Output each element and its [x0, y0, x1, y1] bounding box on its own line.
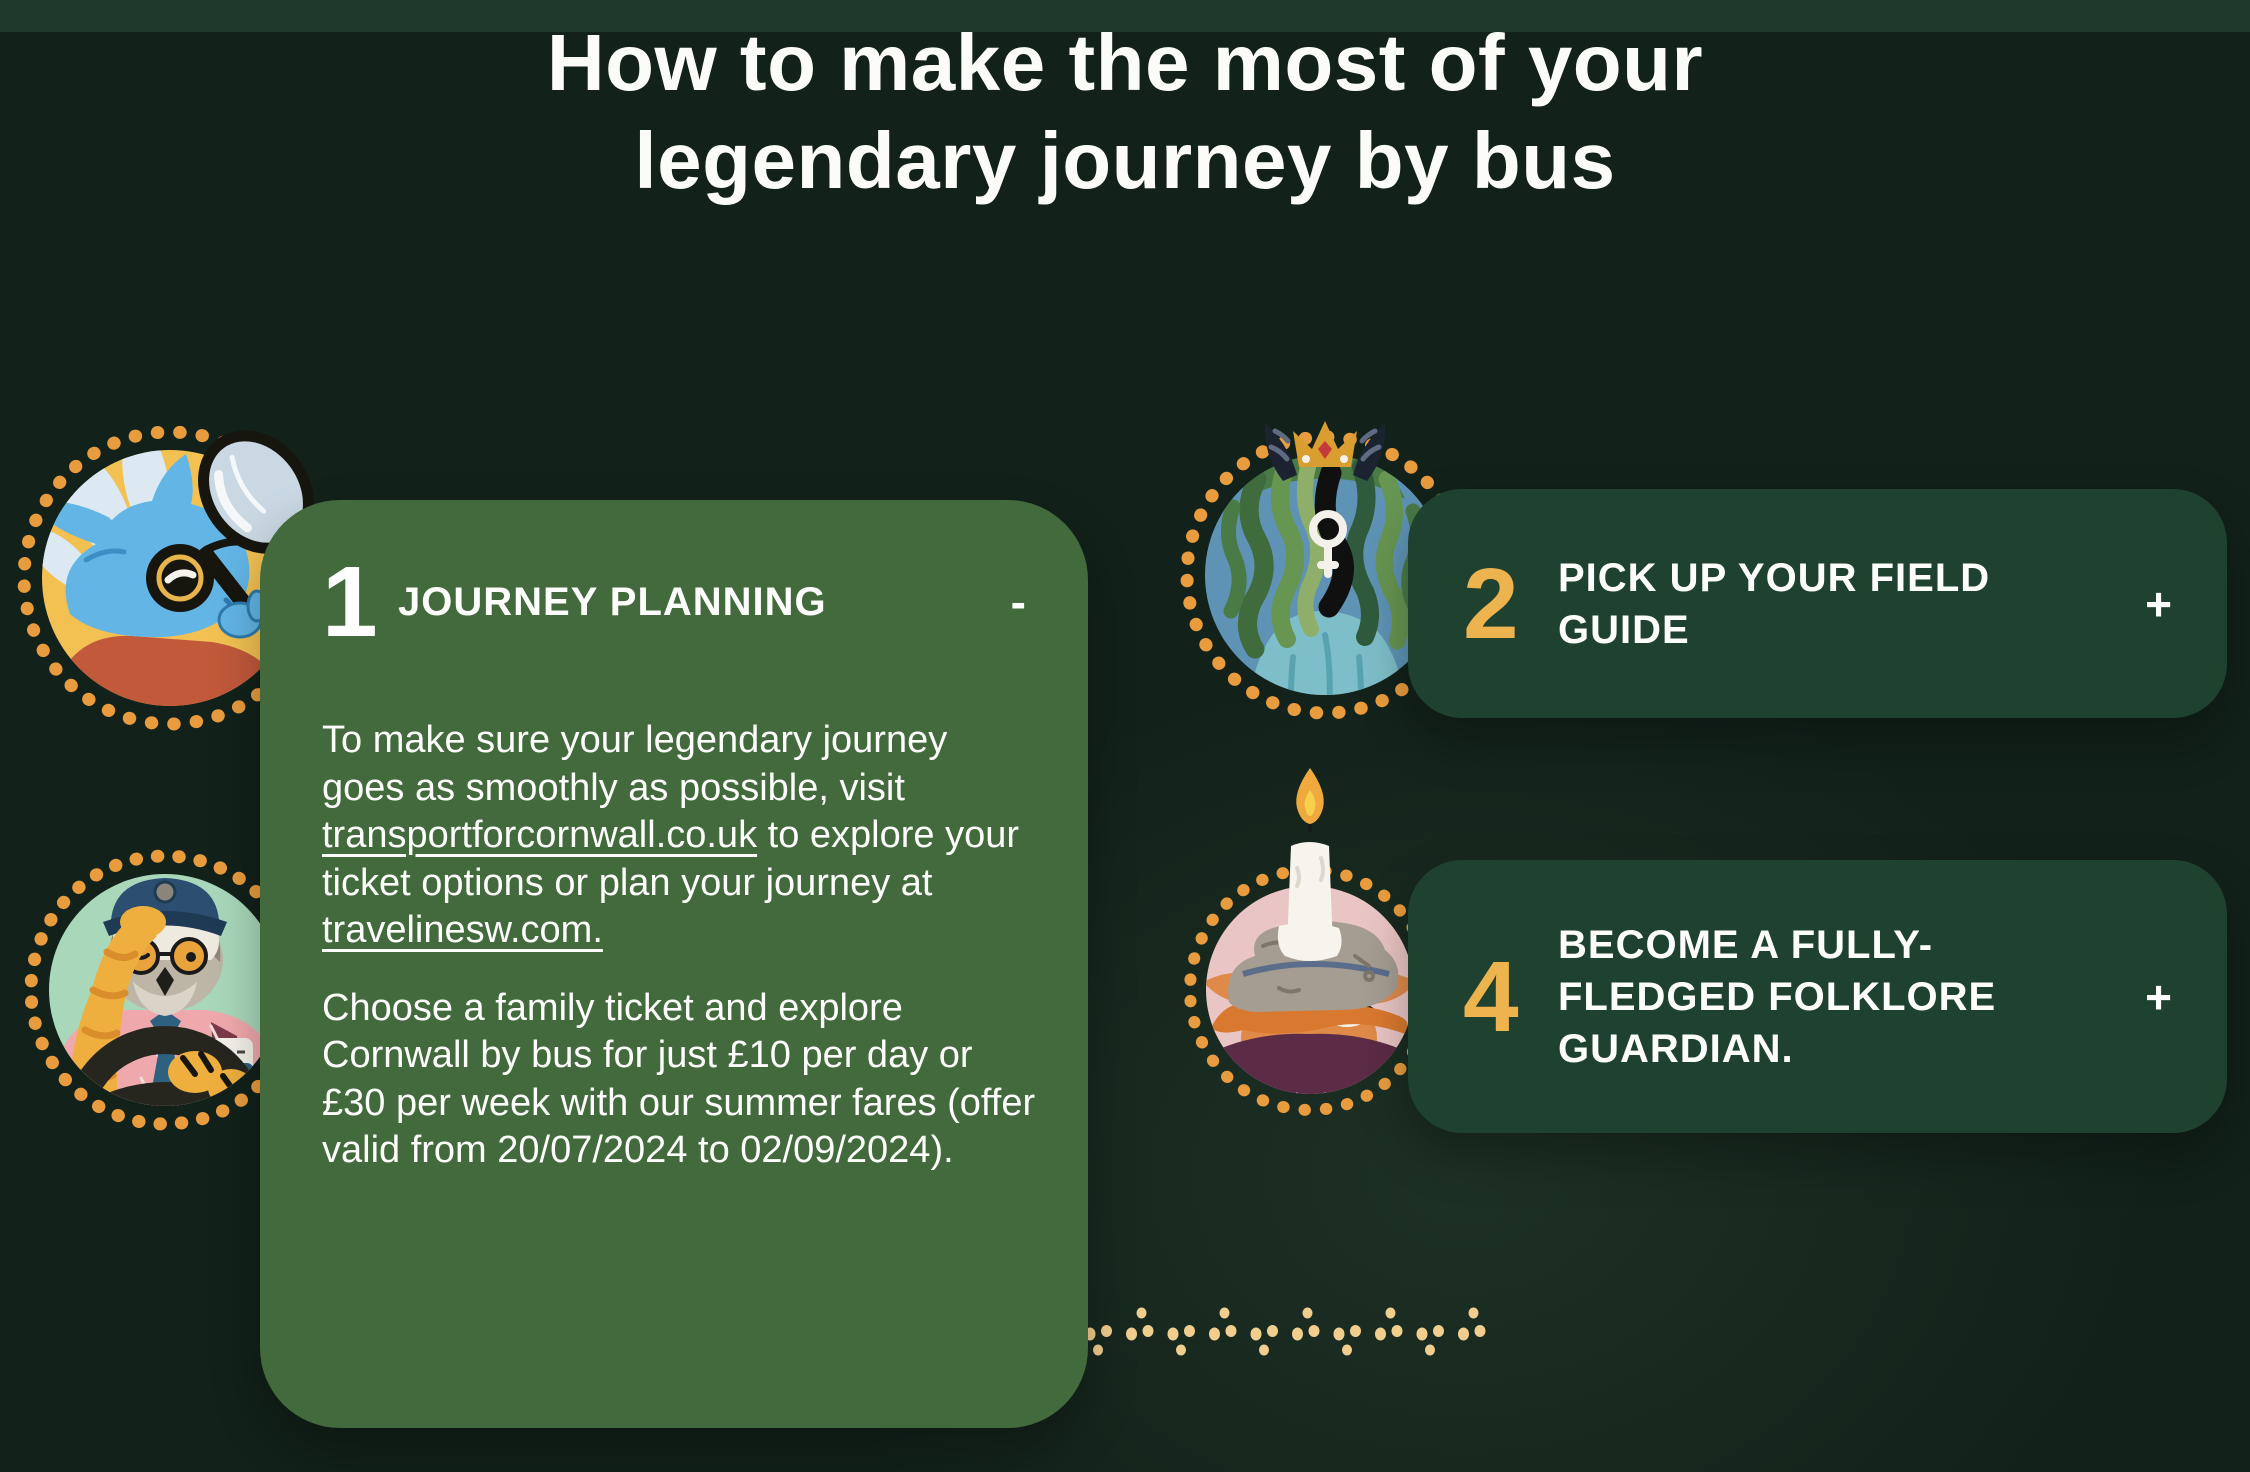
paragraph-text: To make sure your legendary journey goes… [322, 719, 948, 809]
body-paragraph-2: Choose a family ticket and explore Cornw… [322, 986, 1036, 1172]
badge-seaweed-king [1165, 407, 1485, 752]
seaweed-king-with-crown-and-key-icon [1180, 421, 1470, 720]
travelinesw-link[interactable]: travelinesw.com. [322, 909, 603, 951]
paragraph-text: to explore your ticket options or plan y… [322, 814, 1019, 904]
pixie-detective-with-magnifying-glass-icon [17, 425, 323, 731]
accordion-item-field-guide[interactable]: 2 PICK UP YOUR FIELD GUIDE + [1408, 489, 2227, 718]
expand-icon[interactable]: + [2145, 970, 2172, 1023]
expand-icon[interactable]: + [2145, 577, 2172, 630]
top-strip [0, 0, 2250, 32]
accordion-item-folklore-guardian[interactable]: 4 BECOME A FULLY-FLEDGED FOLKLORE GUARDI… [1408, 860, 2227, 1133]
accordion-title: JOURNEY PLANNING [398, 580, 827, 624]
accordion-title: BECOME A FULLY-FLEDGED FOLKLORE GUARDIAN… [1558, 922, 1997, 1071]
page-title: How to make the most of your legendary j… [546, 18, 1704, 205]
accordion-header-journey-planning[interactable]: 1 JOURNEY PLANNING - [322, 552, 1026, 652]
owl-bus-driver-at-steering-wheel-icon [24, 849, 306, 1131]
transport-for-cornwall-link[interactable]: transportforcornwall.co.uk [322, 814, 758, 856]
accordion-number: 1 [322, 546, 378, 658]
accordion-number: 4 [1463, 940, 1519, 1053]
accordion-item-journey-planning: 1 JOURNEY PLANNING - To make sure your l… [260, 500, 1088, 1428]
accordion-number: 2 [1463, 547, 1519, 660]
accordion-body: To make sure your legendary journey goes… [322, 717, 1038, 1175]
badge-owl-bus-driver [15, 840, 315, 1145]
badge-knocker-gnome [1159, 750, 1459, 1135]
knocker-gnome-with-candle-hat-icon [1184, 768, 1436, 1116]
badge-pixie-detective [0, 408, 340, 753]
collapse-icon[interactable]: - [1010, 576, 1026, 628]
body-paragraph-1: To make sure your legendary journey goes… [322, 717, 1038, 955]
accordion-title: PICK UP YOUR FIELD GUIDE [1558, 555, 1991, 652]
trail-dots [1084, 1307, 1486, 1356]
